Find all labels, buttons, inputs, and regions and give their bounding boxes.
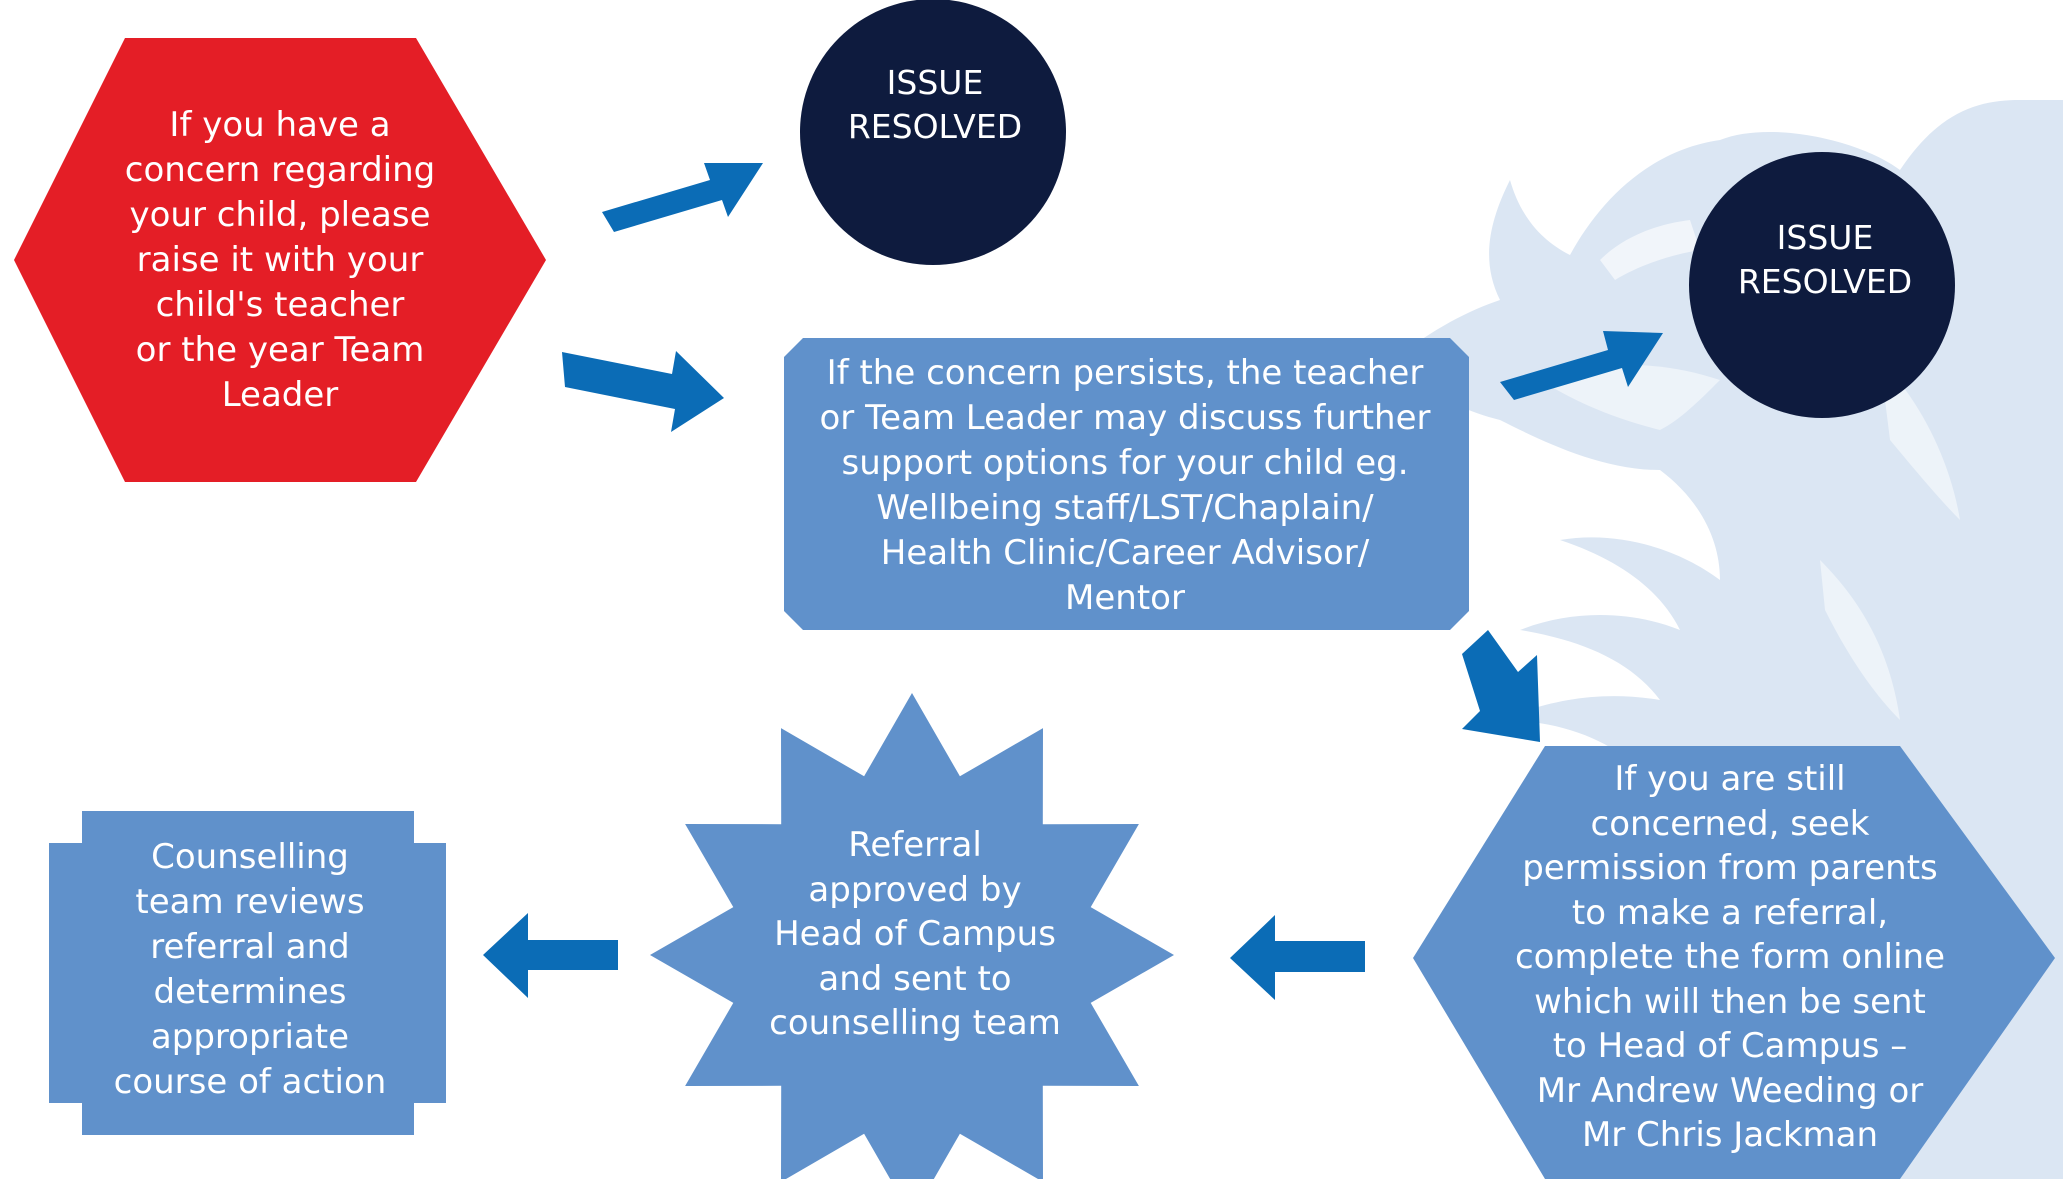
make-referral-hexagon-shape — [1413, 746, 2055, 1179]
counselling-review-text: Counselling team reviews referral and de… — [113, 837, 387, 1102]
referral-approved-starburst-shape — [650, 693, 1174, 1179]
start-node-text: If you have a concern regarding your chi… — [124, 104, 436, 415]
make-referral-text: If you are still concerned, seek permiss… — [1514, 759, 1945, 1156]
arrow-approved-to-counselling — [483, 913, 618, 998]
issue-resolved-1-circle-shape — [800, 0, 1066, 265]
concern-persists-octagon-shape — [784, 338, 1469, 630]
issue-resolved-2-text: ISSUE RESOLVED — [1737, 218, 1913, 301]
issue-resolved-2-circle-shape — [1689, 152, 1955, 418]
concern-persists-text: If the concern persists, the teacher or … — [819, 353, 1431, 618]
issue-resolved-1-text: ISSUE RESOLVED — [847, 63, 1023, 146]
arrow-persists-to-referral — [1462, 630, 1540, 742]
arrow-start-to-persists — [562, 351, 724, 432]
arrow-referral-to-approved — [1230, 915, 1365, 1000]
start-hexagon-shape — [14, 38, 546, 482]
counselling-review-rectangle-shape — [49, 811, 446, 1135]
referral-approved-text: Referral approved by Head of Campus and … — [769, 825, 1061, 1044]
arrow-start-to-resolved — [602, 163, 763, 232]
arrow-persists-to-resolved — [1500, 331, 1663, 400]
